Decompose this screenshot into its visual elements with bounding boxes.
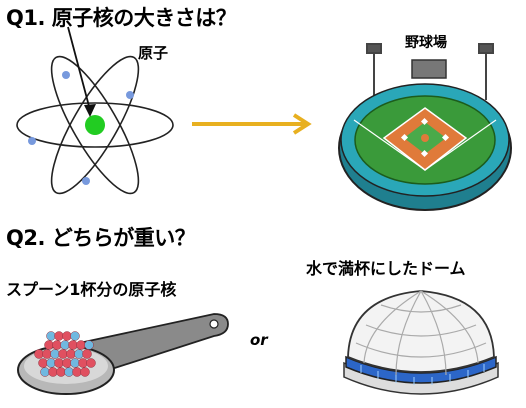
scoreboard-icon (411, 59, 447, 79)
nucleon (68, 340, 78, 350)
nucleon (40, 367, 50, 377)
nucleus-icon (85, 115, 105, 135)
nucleon (46, 358, 56, 368)
electron-orbit (16, 102, 174, 148)
nucleon (80, 367, 90, 377)
light-tower-icon (478, 43, 494, 54)
electron-icon (62, 71, 70, 79)
nucleon (44, 340, 54, 350)
nucleon (54, 358, 64, 368)
baseball-stadium-illustration (338, 43, 512, 211)
nucleon (78, 358, 88, 368)
nucleon (86, 358, 96, 368)
nucleon (46, 331, 56, 341)
nucleon (42, 349, 52, 359)
light-tower-icon (366, 43, 382, 54)
nucleon (58, 349, 68, 359)
nucleon (54, 331, 64, 341)
nucleon (82, 349, 92, 359)
spoon-label: スプーン1杯分の原子核 (6, 280, 177, 299)
electron-orbit (50, 55, 140, 195)
nucleon (60, 340, 70, 350)
dome-stadium-illustration (343, 290, 499, 395)
electron-icon (28, 137, 36, 145)
electron-icon (126, 91, 134, 99)
nucleon (38, 358, 48, 368)
question-1-title: Q1. 原子核の大きさは？ (6, 6, 237, 30)
electron-orbit (50, 55, 140, 195)
nucleon (72, 367, 82, 377)
nucleon (74, 349, 84, 359)
arrow-right-icon (192, 113, 312, 135)
nucleon (70, 331, 80, 341)
nucleon (52, 340, 62, 350)
nucleon (56, 367, 66, 377)
or-label: or (250, 331, 268, 349)
nucleon (62, 331, 72, 341)
nucleon (48, 367, 58, 377)
nucleon (64, 367, 74, 377)
nucleon (50, 349, 60, 359)
nucleon (66, 349, 76, 359)
nucleon (84, 340, 94, 350)
question-2-title: Q2. どちらが重い？ (6, 226, 196, 250)
nucleon (62, 358, 72, 368)
stadium-label: 野球場 (405, 35, 447, 51)
dome-label: 水で満杯にしたドーム (306, 259, 466, 278)
nucleon (76, 340, 86, 350)
nucleon (34, 349, 44, 359)
nucleons-pile (34, 331, 96, 377)
atom-label: 原子 (138, 44, 169, 62)
spoon-of-nucleons-illustration (17, 313, 229, 395)
electron-icon (82, 177, 90, 185)
nucleon (70, 358, 80, 368)
atom-illustration (16, 26, 174, 195)
